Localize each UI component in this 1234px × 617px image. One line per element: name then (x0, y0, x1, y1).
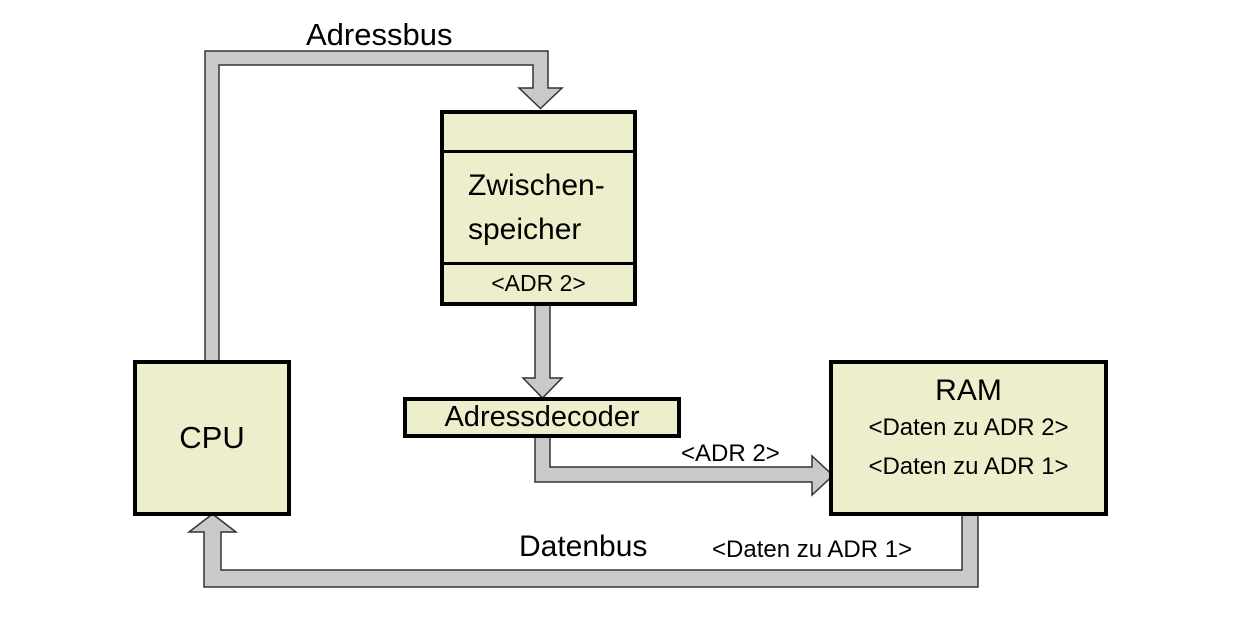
zwischenspeicher-box: Zwischen- speicher <ADR 2> (440, 110, 637, 306)
ram-data-row-adr2: <Daten zu ADR 2> (868, 414, 1069, 441)
ram-box: RAM <Daten zu ADR 2> <Daten zu ADR 1> (829, 360, 1108, 516)
zwischenspeicher-label-line2: speicher (468, 212, 582, 246)
cpu-box: CPU (133, 360, 291, 516)
adressbus-title: Adressbus (306, 17, 453, 52)
adr2-bus-value-label: <ADR 2> (681, 440, 780, 467)
ram-data-row-adr1: <Daten zu ADR 1> (868, 453, 1069, 480)
datenbus-path (186, 511, 979, 588)
datenbus-title: Datenbus (519, 530, 648, 563)
ram-label: RAM (935, 374, 1002, 407)
cpu-label: CPU (179, 420, 245, 455)
daten-zu-adr1-bus-value-label: <Daten zu ADR 1> (712, 536, 913, 563)
buffer-to-decoder-arrow (521, 299, 564, 400)
adressbus-path (204, 50, 564, 366)
zwischenspeicher-address-slot: <ADR 2> (491, 270, 586, 296)
zwischenspeicher-empty-section (444, 114, 633, 153)
decoder-to-ram-arrow (534, 433, 835, 497)
adressdecoder-label: Adressdecoder (444, 401, 640, 433)
zwischenspeicher-label: Zwischen- speicher (444, 153, 633, 265)
zwischenspeicher-label-line1: Zwischen- (468, 169, 605, 202)
adressdecoder-box: Adressdecoder (403, 397, 681, 438)
